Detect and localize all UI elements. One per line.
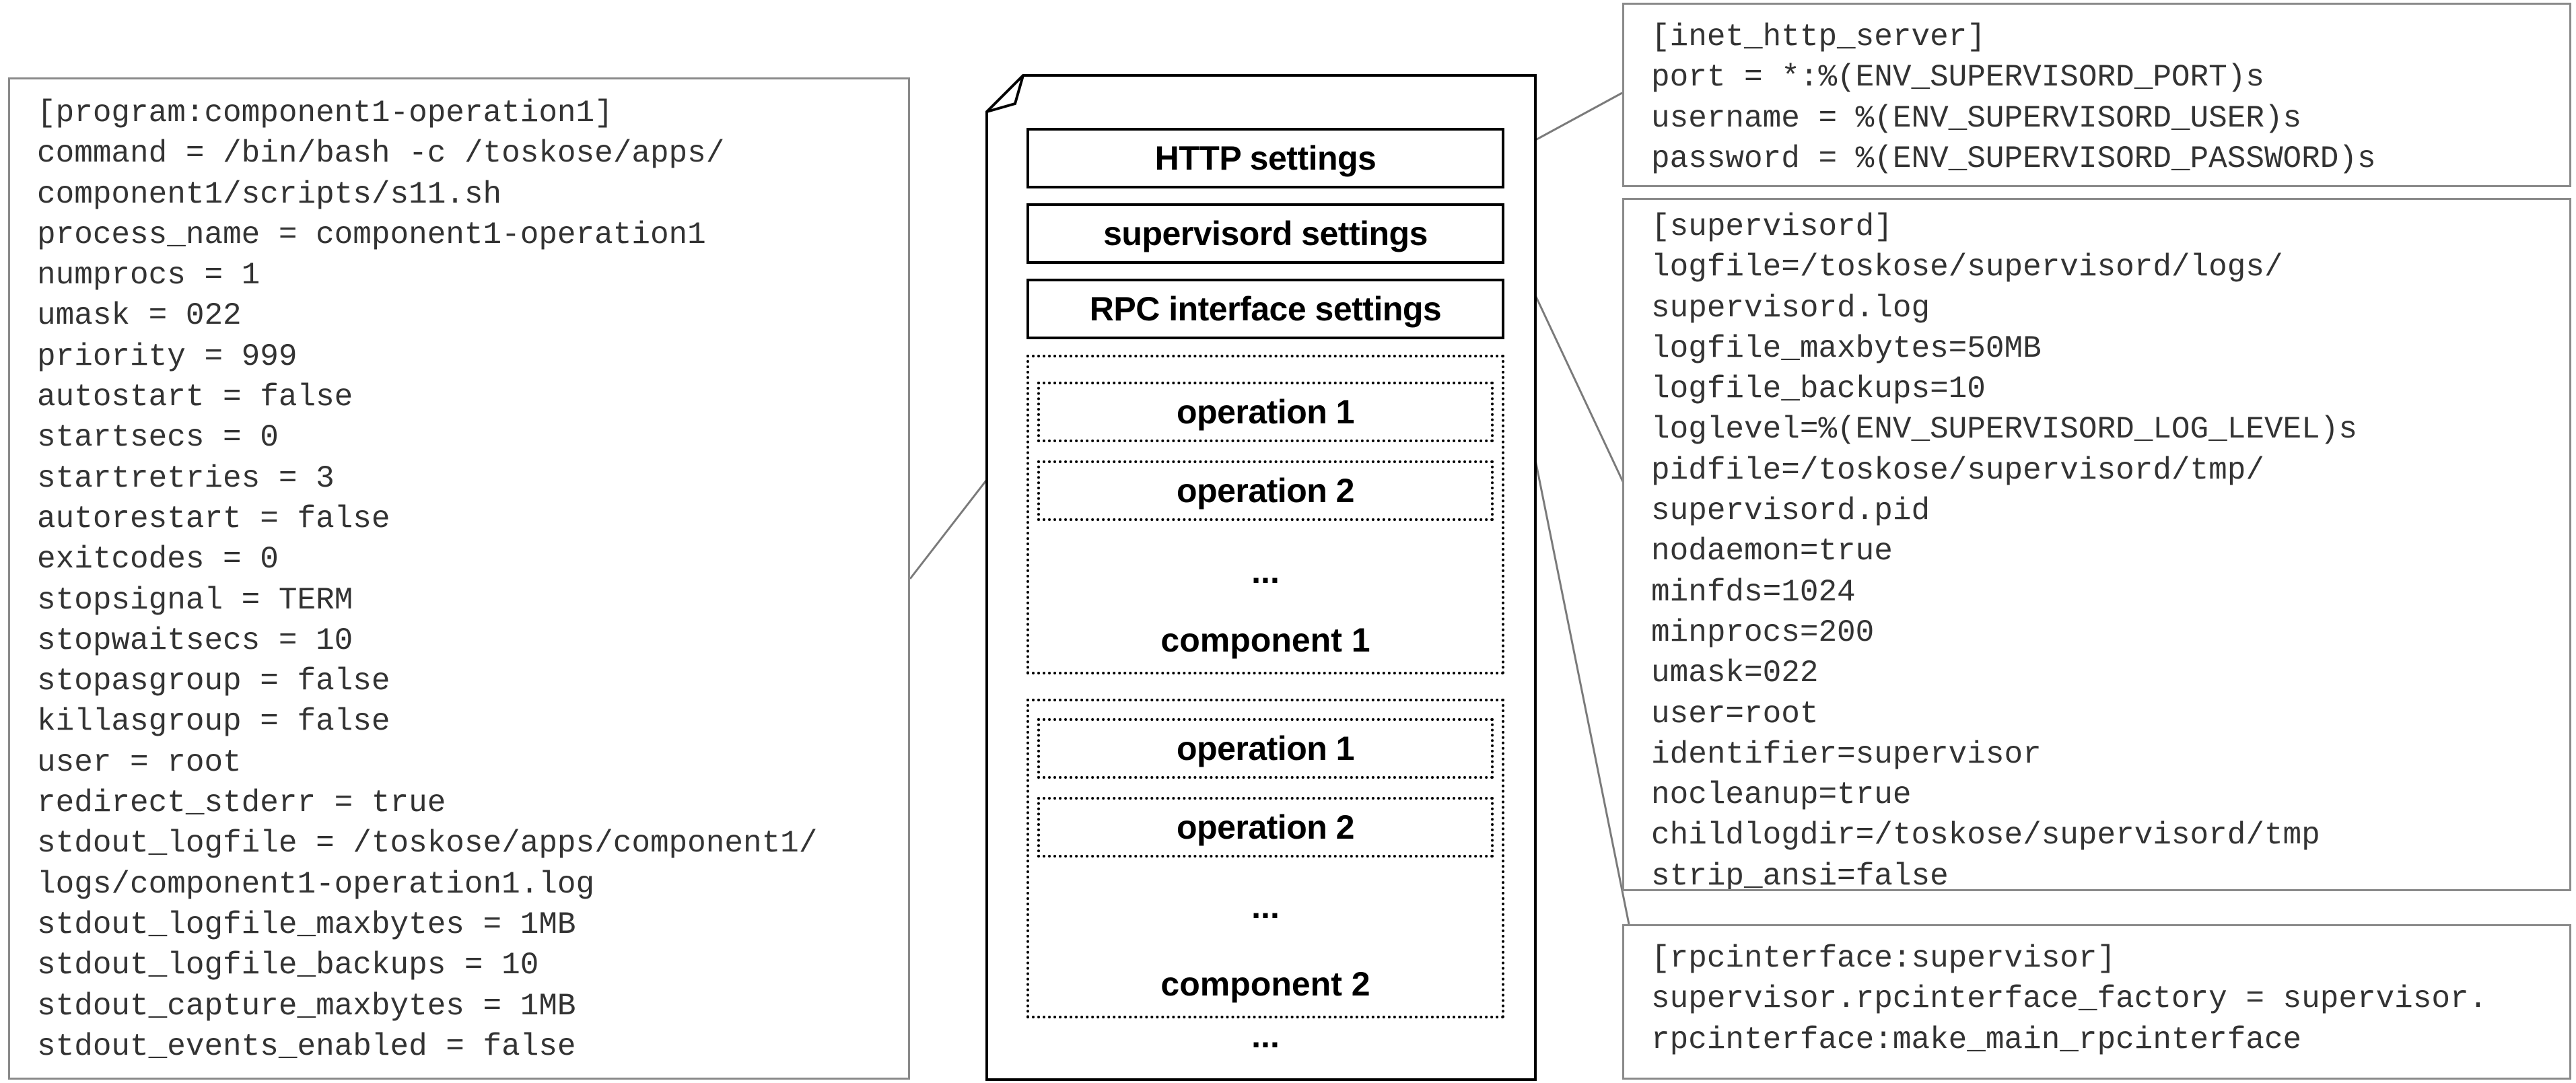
component2-ellipsis: ... <box>1251 888 1280 925</box>
component1-operation2: operation 2 <box>1037 460 1494 521</box>
config-line: nodaemon=true <box>1651 534 1893 569</box>
config-line: autorestart = false <box>37 501 390 536</box>
config-line: pidfile=/toskose/supervisord/tmp/ <box>1651 452 2264 488</box>
component1-operation1: operation 1 <box>1037 382 1494 442</box>
config-line: [rpcinterface:supervisor] <box>1651 941 2116 976</box>
rpc-config-box: [rpcinterface:supervisor] supervisor.rpci… <box>1622 924 2571 1080</box>
config-line: strip_ansi=false <box>1651 858 1949 891</box>
config-line: rpcinterface:make_main_rpcinterface <box>1651 1022 2302 1057</box>
program-config-box: [program:component1-operation1] command =… <box>8 77 910 1080</box>
config-line: stopsignal = TERM <box>37 582 353 618</box>
config-line: stdout_events_enabled = false <box>37 1028 576 1064</box>
config-line: stdout_logfile_backups = 10 <box>37 948 539 983</box>
component1-operation2-label: operation 2 <box>1177 472 1354 510</box>
config-line: logs/component1-operation1.log <box>37 866 595 902</box>
rpc-settings-label: RPC interface settings <box>1089 290 1442 328</box>
config-line: nocleanup=true <box>1651 777 1912 813</box>
config-line: killasgroup = false <box>37 704 390 740</box>
component2-operation1: operation 1 <box>1037 718 1494 779</box>
config-line: startretries = 3 <box>37 460 335 496</box>
config-line: priority = 999 <box>37 339 298 374</box>
config-line: user=root <box>1651 696 1819 732</box>
rpc-settings-section: RPC interface settings <box>1026 279 1504 339</box>
config-line: stdout_capture_maxbytes = 1MB <box>37 988 576 1024</box>
component2-label: component 2 <box>1160 965 1370 1003</box>
component2-operation2-label: operation 2 <box>1177 808 1354 846</box>
config-line: minfds=1024 <box>1651 574 1856 610</box>
config-line: stopasgroup = false <box>37 664 390 699</box>
config-line: logfile_backups=10 <box>1651 372 1986 407</box>
config-line: redirect_stderr = true <box>37 785 446 821</box>
config-line: minprocs=200 <box>1651 615 1875 650</box>
component1-operation1-label: operation 1 <box>1177 393 1354 431</box>
trailing-ellipsis: ... <box>1251 1017 1280 1055</box>
component2-operation1-label: operation 1 <box>1177 730 1354 767</box>
config-line: password = %(ENV_SUPERVISORD_PASSWORD)s <box>1651 141 2376 176</box>
config-line: [supervisord] <box>1651 209 1893 244</box>
config-line: user = root <box>37 744 242 780</box>
http-settings-label: HTTP settings <box>1154 139 1377 177</box>
config-line: loglevel=%(ENV_SUPERVISORD_LOG_LEVEL)s <box>1651 412 2357 448</box>
supervisord-settings-section: supervisord settings <box>1026 203 1504 264</box>
config-line: component1/scripts/s11.sh <box>37 176 502 212</box>
config-line: supervisor.rpcinterface_factory = superv… <box>1651 981 2488 1017</box>
config-line: username = %(ENV_SUPERVISORD_USER)s <box>1651 100 2302 136</box>
config-line: [inet_http_server] <box>1651 20 1986 55</box>
config-line: childlogdir=/toskose/supervisord/tmp <box>1651 818 2320 853</box>
config-line: logfile=/toskose/supervisord/logs/ <box>1651 250 2283 285</box>
config-line: port = *:%(ENV_SUPERVISORD_PORT)s <box>1651 60 2264 96</box>
config-line: identifier=supervisor <box>1651 736 2042 772</box>
config-line: numprocs = 1 <box>37 258 260 293</box>
supervisord-config-box: [supervisord] logfile=/toskose/supervisor… <box>1622 198 2571 891</box>
config-line: stopwaitsecs = 10 <box>37 623 353 658</box>
component1-ellipsis: ... <box>1251 553 1280 590</box>
component1-label: component 1 <box>1160 621 1370 659</box>
config-line: umask=022 <box>1651 656 1819 691</box>
config-line: startsecs = 0 <box>37 420 279 456</box>
config-line: exitcodes = 0 <box>37 542 279 578</box>
config-line: stdout_logfile = /toskose/apps/component… <box>37 826 818 862</box>
config-line: umask = 022 <box>37 298 242 334</box>
config-line: command = /bin/bash -c /toskose/apps/ <box>37 136 725 172</box>
supervisord-settings-label: supervisord settings <box>1103 215 1428 252</box>
config-line: stdout_logfile_maxbytes = 1MB <box>37 907 576 942</box>
http-settings-section: HTTP settings <box>1026 128 1504 188</box>
config-line: process_name = component1-operation1 <box>37 217 706 252</box>
config-line: autostart = false <box>37 380 353 415</box>
config-line: logfile_maxbytes=50MB <box>1651 330 2042 366</box>
http-config-box: [inet_http_server]port = *:%(ENV_SUPERVI… <box>1622 3 2571 187</box>
component2-operation2: operation 2 <box>1037 797 1494 858</box>
config-line: supervisord.pid <box>1651 493 1930 529</box>
config-line: supervisord.log <box>1651 290 1930 326</box>
config-line: [program:component1-operation1] <box>37 96 613 131</box>
